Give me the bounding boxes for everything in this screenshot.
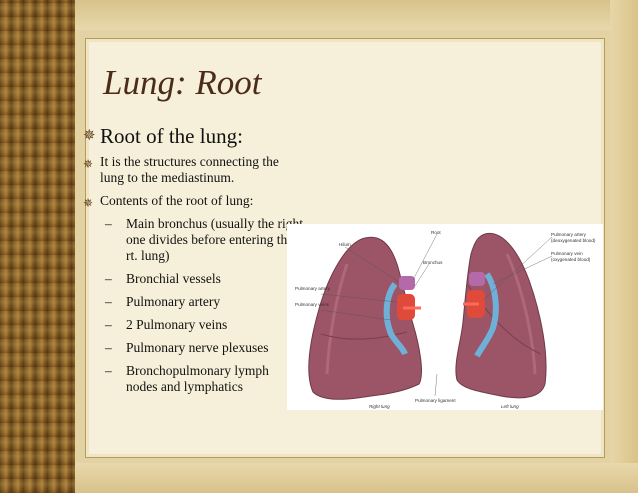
sub-bullet-text: Bronchial vessels xyxy=(126,271,221,286)
slide-title: Lung: Root xyxy=(103,63,262,102)
label-left-lung: Left lung xyxy=(501,404,519,409)
right-lung-fissure xyxy=(320,331,408,340)
right-lung-shape xyxy=(308,236,422,400)
sub-bullet-item: –Main bronchus (usually the right one di… xyxy=(105,216,303,263)
label-root: Root xyxy=(431,230,441,235)
label-right-lung: Right lung xyxy=(369,404,390,409)
sub-bullet-text: 2 Pulmonary veins xyxy=(126,317,228,332)
leader-lines xyxy=(320,233,553,397)
frame-right xyxy=(610,0,638,493)
bullet-item: ✵ It is the structures connecting the lu… xyxy=(83,154,303,186)
lung-root-illustration: Hilum Root Bronchus Pulmonary artery Pul… xyxy=(287,224,603,410)
label-pulmonary-veins-left: Pulmonary veins xyxy=(295,302,330,307)
sub-bullet-list: –Main bronchus (usually the right one di… xyxy=(83,216,303,395)
sub-bullet-item: –Pulmonary nerve plexuses xyxy=(105,340,269,355)
label-pulmonary-vein-right: Pulmonary vein xyxy=(551,251,583,256)
label-bronchus: Bronchus xyxy=(423,260,443,265)
lungs-diagram: Hilum Root Bronchus Pulmonary artery Pul… xyxy=(295,230,596,409)
sub-bullet-text: Bronchopulmonary lymph nodes and lymphat… xyxy=(126,363,269,394)
label-deoxygenated: (deoxygenated blood) xyxy=(551,238,596,243)
sub-bullet-item: –Bronchopulmonary lymph nodes and lympha… xyxy=(105,363,269,394)
bullet-list: ✵ Root of the lung: ✵ It is the structur… xyxy=(83,124,303,402)
star-bullet-icon: ✵ xyxy=(83,157,94,171)
right-lung-shading xyxy=(325,263,349,375)
wood-frame-left xyxy=(0,0,75,493)
label-pulmonary-ligament: Pulmonary ligament xyxy=(415,398,456,403)
frame-bottom xyxy=(75,463,638,493)
sub-bullet-text: Pulmonary nerve plexuses xyxy=(126,340,269,355)
sub-bullet-text: Pulmonary artery xyxy=(126,294,221,309)
left-pulmonary-vein xyxy=(474,272,499,358)
bullet-item: ✵ Root of the lung: xyxy=(83,124,303,148)
bullet-text: Root of the lung: xyxy=(100,124,243,148)
label-pulmonary-artery-left: Pulmonary artery xyxy=(295,286,331,291)
sub-bullet-item: –Pulmonary artery xyxy=(105,294,221,309)
label-oxygenated: (oxygenated blood) xyxy=(551,257,591,262)
bullet-text: Contents of the root of lung: xyxy=(100,193,254,208)
sub-bullet-item: –2 Pulmonary veins xyxy=(105,317,228,332)
right-bronchus xyxy=(399,276,415,290)
left-bronchus xyxy=(469,272,485,286)
right-pulmonary-vein xyxy=(383,282,408,356)
frame-top xyxy=(75,0,638,30)
bullet-text: It is the structures connecting the lung… xyxy=(100,154,279,185)
label-pulmonary-artery-right: Pulmonary artery xyxy=(551,232,587,237)
sub-bullet-text: Main bronchus (usually the right one div… xyxy=(126,216,303,263)
label-hilum: Hilum xyxy=(339,242,351,247)
sub-bullet-item: –Bronchial vessels xyxy=(105,271,221,286)
star-bullet-icon: ✵ xyxy=(83,128,96,144)
bullet-item: ✵ Contents of the root of lung: xyxy=(83,193,303,209)
star-bullet-icon: ✵ xyxy=(83,196,94,210)
left-lung-shading xyxy=(505,253,537,375)
